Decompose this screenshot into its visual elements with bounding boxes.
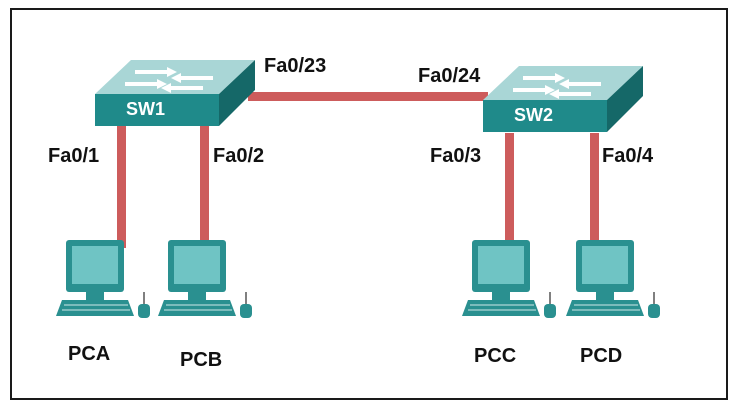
- switch-icon: [95, 60, 255, 126]
- port-label-fa0-2: Fa0/2: [213, 145, 265, 167]
- link-sw1-pca: [117, 124, 126, 248]
- pc-label-pcd: PCD: [580, 345, 623, 367]
- port-label-fa0-1: Fa0/1: [48, 145, 100, 167]
- pc-label-pcb: PCB: [180, 349, 223, 371]
- switch-label-sw1: SW1: [126, 99, 166, 119]
- port-label-fa0-4: Fa0/4: [602, 145, 654, 167]
- links: [117, 92, 599, 248]
- switch-icon: [483, 66, 643, 132]
- link-sw2-pcd: [590, 133, 599, 248]
- port-label-fa0-3: Fa0/3: [430, 145, 482, 167]
- link-sw2-pcc: [505, 133, 514, 248]
- pc-label-pcc: PCC: [474, 345, 517, 367]
- pc-icon: [158, 240, 252, 318]
- pc-icon: [56, 240, 150, 318]
- port-label-fa0-24: Fa0/24: [418, 65, 481, 87]
- pc-icon: [462, 240, 556, 318]
- link-sw1-pcb: [200, 124, 209, 248]
- switch-label-sw2: SW2: [514, 105, 554, 125]
- pc-label-pca: PCA: [68, 343, 111, 365]
- link-sw1-sw2: [248, 92, 488, 101]
- pc-icon: [566, 240, 660, 318]
- port-label-fa0-23: Fa0/23: [264, 55, 327, 77]
